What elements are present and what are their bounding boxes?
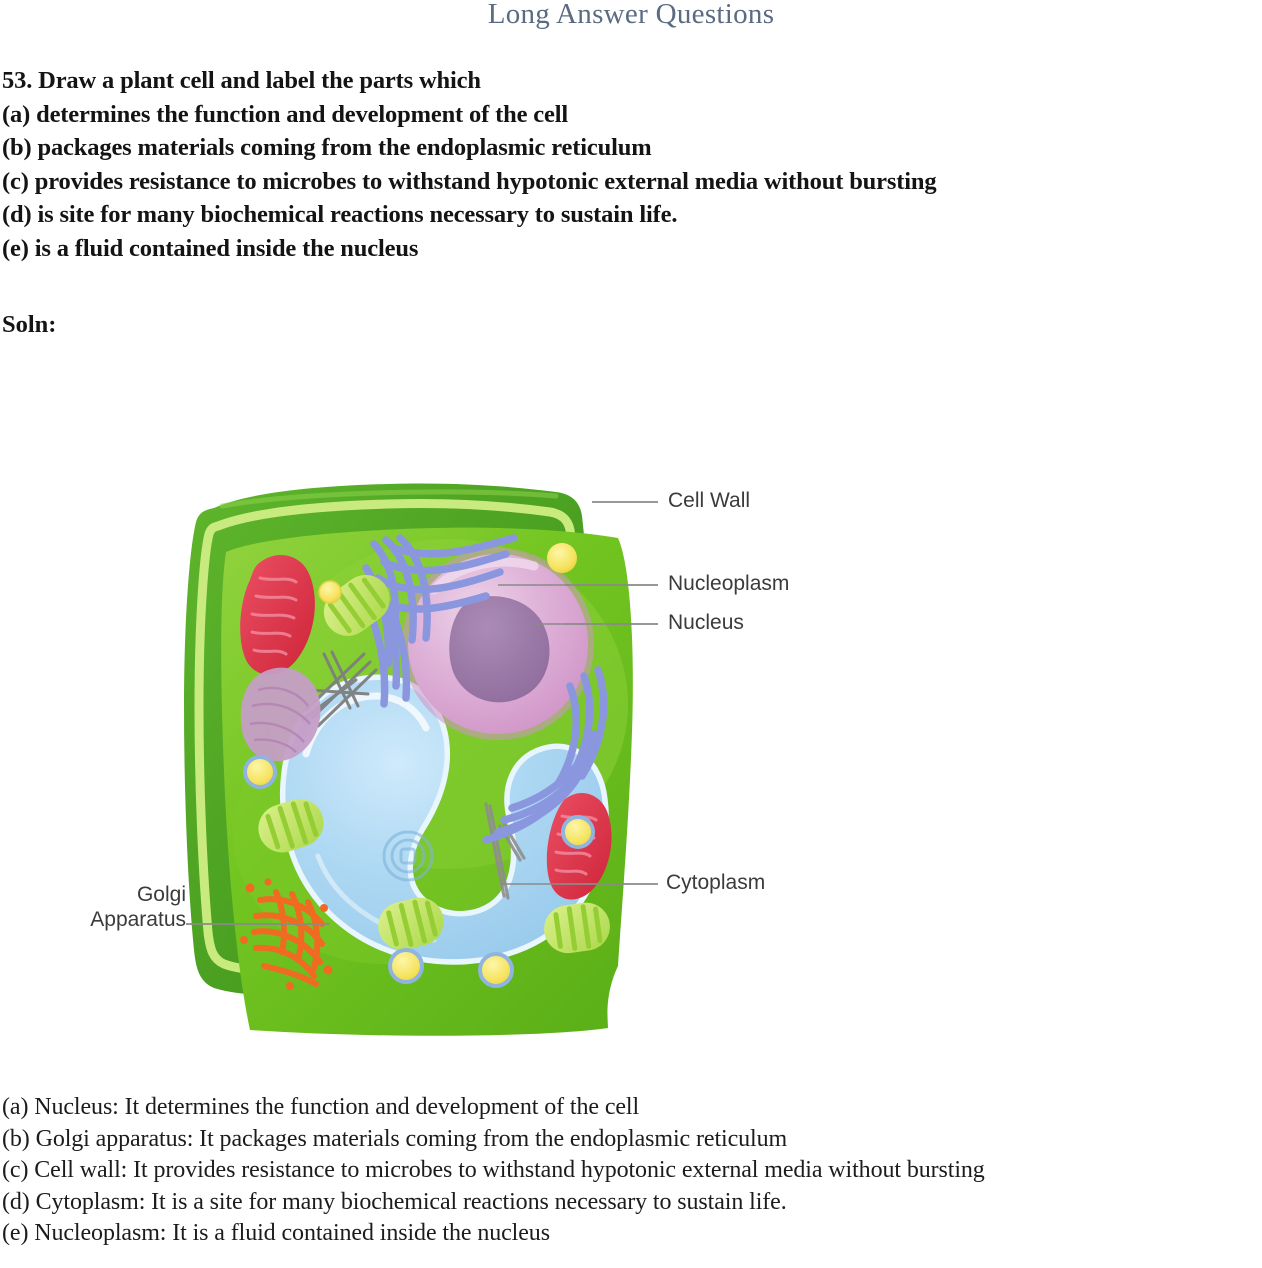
vesicle — [388, 948, 424, 984]
chloroplast-grana-4 — [553, 904, 603, 951]
vesicle — [547, 543, 577, 573]
cell-wall-highlight — [219, 489, 559, 509]
leader-pointers — [296, 584, 566, 925]
vesicle — [318, 580, 342, 604]
answer-line-c: (c) Cell wall: It provides resistance to… — [2, 1157, 985, 1183]
label-nucleus: Nucleus — [668, 611, 744, 634]
nucleus — [402, 548, 594, 740]
chloroplast-bottom-right — [544, 902, 610, 954]
label-cell-wall: Cell Wall — [668, 489, 751, 512]
answers-block: (a) Nucleus: It determines the function … — [2, 1092, 1262, 1250]
vacuole-highlight — [302, 692, 430, 758]
leader-lines — [186, 501, 658, 925]
vesicles — [243, 543, 595, 988]
question-line-b: (b) packages materials coming from the e… — [2, 134, 652, 161]
plant-cell-diagram: Cell Wall Nucleoplasm Nucleus Cytoplasm … — [0, 430, 1262, 1050]
microtubule-bundle-right — [484, 802, 526, 900]
label-nucleoplasm: Nucleoplasm — [668, 572, 790, 595]
question-line-c: (c) provides resistance to microbes to w… — [2, 167, 937, 195]
chloroplast-grana-3 — [386, 899, 438, 947]
page-title: Long Answer Questions — [487, 0, 775, 30]
label-golgi-apparatus: Golgi Apparatus — [0, 882, 186, 932]
answer-line-e: (e) Nucleoplasm: It is a fluid contained… — [2, 1220, 550, 1246]
solution-label: Soln: — [2, 311, 57, 338]
label-golgi-line-2: Apparatus — [90, 908, 186, 931]
chloroplast-grana-2 — [265, 801, 319, 850]
chloroplast-grana — [327, 577, 386, 634]
cytoplasm — [221, 527, 633, 1036]
question-line-e: (e) is a fluid contained inside the nucl… — [2, 234, 419, 262]
question-block: 53. Draw a plant cell and label the part… — [2, 64, 1260, 265]
mitochondrion-top-left — [240, 554, 315, 675]
answer-line-d: (d) Cytoplasm: It is a site for many bio… — [2, 1188, 787, 1215]
vesicle — [478, 952, 514, 988]
vesicle — [243, 755, 277, 789]
golgi-apparatus — [251, 889, 325, 987]
lysosome — [240, 667, 321, 762]
nucleolus — [449, 596, 550, 703]
question-line-d: (d) is site for many biochemical reactio… — [2, 201, 678, 228]
plant-cell-svg — [184, 483, 658, 1036]
lysosome-texture — [249, 686, 311, 753]
endoplasmic-reticulum-lower — [482, 666, 608, 844]
question-line-main: 53. Draw a plant cell and label the part… — [2, 67, 481, 94]
question-line-a: (a) determines the function and developm… — [2, 100, 569, 128]
label-golgi-line-1: Golgi — [136, 883, 186, 906]
chloroplast-mid-left — [258, 798, 324, 853]
golgi-vesicles — [240, 878, 333, 990]
answer-line-b: (b) Golgi apparatus: It packages materia… — [2, 1125, 788, 1152]
label-cytoplasm: Cytoplasm — [666, 871, 766, 894]
mitochondrion-cristae — [250, 576, 298, 656]
vesicle — [561, 815, 595, 849]
answer-line-a: (a) Nucleus: It determines the function … — [2, 1094, 640, 1120]
vacuole-body — [285, 680, 604, 960]
vacuole-inclusion — [382, 830, 434, 882]
chloroplast-bottom-left — [378, 897, 444, 950]
